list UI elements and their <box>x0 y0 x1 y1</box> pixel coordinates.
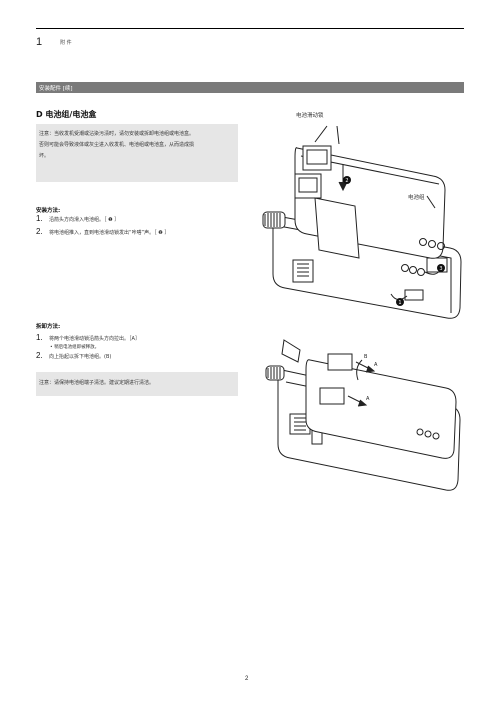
chapter-title: 附 件 <box>60 40 72 46</box>
header-rule <box>36 28 464 29</box>
install-step-number: 2. <box>36 227 43 236</box>
step-marker-2: 3 <box>439 266 442 272</box>
remove-step-text: 将两个电池滑动锁沿箭头方向拉出。［A］ <box>49 336 140 342</box>
battery-install-illustration: 2 3 1 <box>262 125 462 319</box>
section-bar-label: 安装配件 [续] <box>39 86 73 92</box>
remove-heading: 拆卸方法: <box>36 324 61 330</box>
remove-step-text: 向上抬起以拆下电池组。(B) <box>49 354 112 360</box>
caution-note-line: 坏。 <box>39 153 50 159</box>
caution-note-box: 注意：当收发机受潮或沾染污渍时，请勿安装或拆卸电池组或电池盒。 否则可能会导致液… <box>36 124 238 182</box>
install-step-number: 1. <box>36 214 43 223</box>
caution-note-line: 否则可能会导致液体或灰尘进入收发机、电池组或电池盒，从而造成损 <box>39 142 195 148</box>
install-heading: 安装方法: <box>36 208 61 214</box>
battery-remove-illustration: A A B <box>265 339 461 491</box>
install-step-text: 将电池组推入，直到电池滑动锁发出“咔嗒”声。［ ❷ ］ <box>49 230 170 236</box>
step-marker-3: 1 <box>398 300 401 306</box>
step-marker-1: 2 <box>345 178 348 184</box>
label-b: B <box>364 354 368 360</box>
remove-bullet-text: • 稍后电池组即被释放。 <box>50 345 100 350</box>
page-number: 2 <box>245 676 249 682</box>
remove-step-number: 2. <box>36 351 43 360</box>
cleaning-note-text: 注意：请保持电池组端子清洁。建议定期进行清洁。 <box>39 380 155 386</box>
remove-step-number: 1. <box>36 333 43 342</box>
section-bar: 安装配件 [续] <box>36 82 464 93</box>
install-step-text: 沿箭头方向滑入电池组。［ ❶ ］ <box>49 217 120 223</box>
battery-section-title: D 电池组/电池盒 <box>36 110 97 119</box>
chapter-number: 1 <box>36 36 43 48</box>
cleaning-note-box: 注意：请保持电池组端子清洁。建议定期进行清洁。 <box>36 372 238 396</box>
label-a-top: A <box>374 362 378 368</box>
battery-callout: 电池组 <box>408 195 425 201</box>
caution-note-line: 注意：当收发机受潮或沾染污渍时，请勿安装或拆卸电池组或电池盒。 <box>39 131 195 137</box>
latch-callout: 电池滑动锁 <box>296 113 324 119</box>
label-a-bottom: A <box>366 396 370 402</box>
